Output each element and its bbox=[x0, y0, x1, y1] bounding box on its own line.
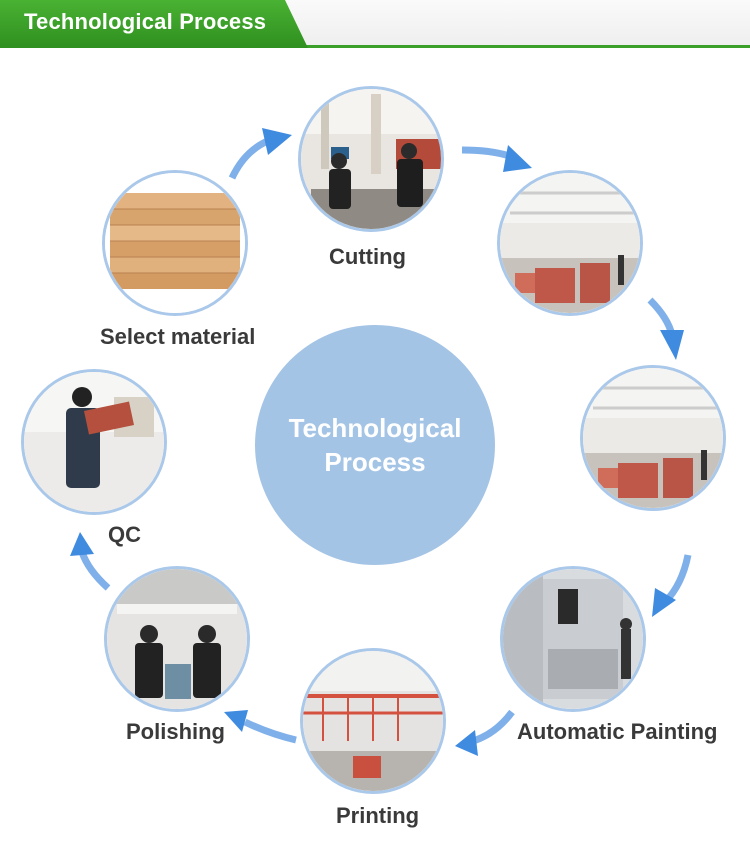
arrow-icon bbox=[647, 297, 676, 336]
printing-line-photo-icon bbox=[303, 651, 443, 791]
step-painting-photo bbox=[500, 566, 646, 712]
center-label: Technological Process bbox=[288, 413, 462, 477]
step-label-qc: QC bbox=[108, 522, 141, 547]
step-label-polishing: Polishing bbox=[126, 719, 225, 744]
arrow-head-icon bbox=[652, 588, 676, 617]
step-label-painting: Automatic Painting bbox=[517, 719, 718, 744]
step-qc-photo bbox=[21, 369, 167, 515]
arrow-head-icon bbox=[503, 145, 532, 172]
step-printing-photo bbox=[300, 648, 446, 794]
cutting-photo-icon bbox=[301, 89, 441, 229]
step-label-printing: Printing bbox=[336, 803, 420, 828]
step-label-cutting: Cutting bbox=[329, 244, 406, 269]
arrow-icon bbox=[662, 554, 692, 605]
header-underline bbox=[0, 45, 750, 48]
step-label-select-material: Select material bbox=[100, 324, 256, 349]
page-title: Technological Process bbox=[24, 9, 267, 34]
qc-photo-icon bbox=[24, 372, 164, 512]
arrow-icon bbox=[78, 550, 111, 591]
polishing-photo-icon bbox=[107, 569, 247, 709]
arrow-head-icon bbox=[455, 730, 478, 756]
drying-photo-icon bbox=[500, 173, 640, 313]
arrow-icon bbox=[228, 136, 272, 180]
step-wood-photo bbox=[102, 170, 248, 316]
header-tab bbox=[0, 0, 308, 48]
arrow-icon bbox=[243, 718, 297, 744]
center-circle: Technological Process bbox=[255, 325, 495, 565]
step-drying-photo-2 bbox=[580, 365, 726, 511]
step-polishing-photo bbox=[104, 566, 250, 712]
drying-photo-2-icon bbox=[583, 368, 723, 508]
arrow-head-icon bbox=[262, 128, 292, 155]
arrow-head-icon bbox=[70, 532, 94, 556]
painting-machine-photo-icon bbox=[503, 569, 643, 709]
arrow-head-icon bbox=[660, 330, 684, 360]
step-drying-photo bbox=[497, 170, 643, 316]
arrow-icon bbox=[468, 709, 515, 746]
arrow-head-icon bbox=[224, 710, 248, 732]
step-cutting-photo bbox=[298, 86, 444, 232]
wood-boards-photo-icon bbox=[105, 173, 245, 313]
